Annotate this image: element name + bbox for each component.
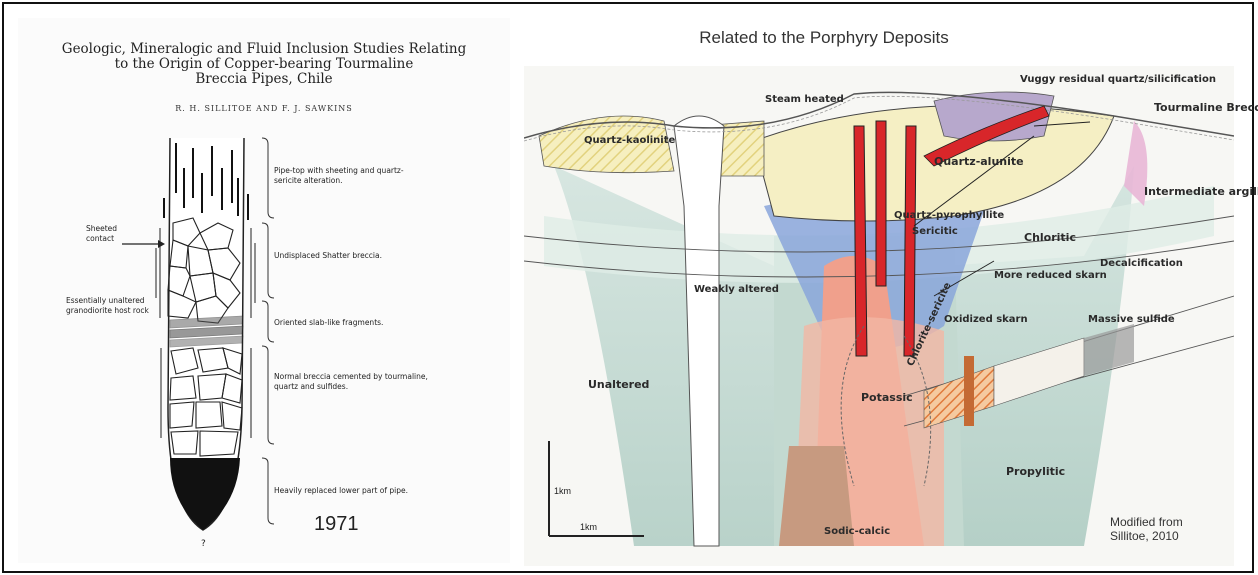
credit-line-2: Sillitoe, 2010: [1110, 529, 1183, 543]
label-quartz-kaolinite: Quartz-kaolinite: [584, 135, 675, 146]
ann-sheeted-contact: Sheeted contact: [86, 224, 146, 244]
label-vuggy-silica: Vuggy residual quartz/silicification: [1020, 74, 1216, 85]
paper-panel: Geologic, Mineralogic and Fluid Inclusio…: [18, 18, 510, 563]
publication-year: 1971: [314, 513, 359, 536]
label-quartz-pyrophyllite: Quartz-pyrophyllite: [894, 210, 1004, 221]
label-massive-sulfide: Massive sulfide: [1088, 314, 1175, 325]
label-unaltered: Unaltered: [588, 379, 649, 390]
pipe-question-mark: ?: [201, 539, 206, 549]
ann-shatter-breccia: Undisplaced Shatter breccia.: [274, 251, 474, 261]
ann-normal-breccia: Normal breccia cemented by tourmaline, q…: [274, 372, 444, 392]
source-credit: Modified from Sillitoe, 2010: [1110, 515, 1183, 543]
label-more-reduced-skarn: More reduced skarn: [994, 270, 1107, 281]
label-steam-heated: Steam heated: [765, 94, 844, 105]
label-propylitic: Propylitic: [1006, 466, 1065, 477]
label-decalcification: Decalcification: [1100, 258, 1183, 269]
label-tourmaline-breccia: Tourmaline Breccia: [1154, 102, 1258, 113]
label-quartz-alunite: Quartz-alunite: [934, 156, 1024, 167]
label-potassic: Potassic: [861, 392, 913, 403]
ann-host-rock: Essentially unaltered granodiorite host …: [66, 296, 150, 316]
label-sodic-calcic: Sodic-calcic: [824, 526, 890, 537]
scale-vertical-label: 1km: [554, 486, 571, 496]
diagram-title: Related to the Porphyry Deposits: [664, 28, 984, 48]
label-oxidized-skarn: Oxidized skarn: [944, 314, 1028, 325]
label-intermediate-argillic: Intermediate argillic: [1144, 186, 1258, 197]
ann-slab-fragments: Oriented slab-like fragments.: [274, 318, 474, 328]
ann-replaced-lower: Heavily replaced lower part of pipe.: [274, 486, 474, 496]
label-chloritic: Chloritic: [1024, 232, 1076, 243]
breccia-pipe-illustration: ?: [18, 18, 510, 563]
ann-pipe-top: Pipe-top with sheeting and quartz-serici…: [274, 166, 424, 186]
label-weakly-altered: Weakly altered: [694, 284, 779, 295]
credit-line-1: Modified from: [1110, 515, 1183, 529]
label-sericitic: Sericitic: [912, 226, 958, 237]
scale-horizontal-label: 1km: [580, 522, 597, 532]
